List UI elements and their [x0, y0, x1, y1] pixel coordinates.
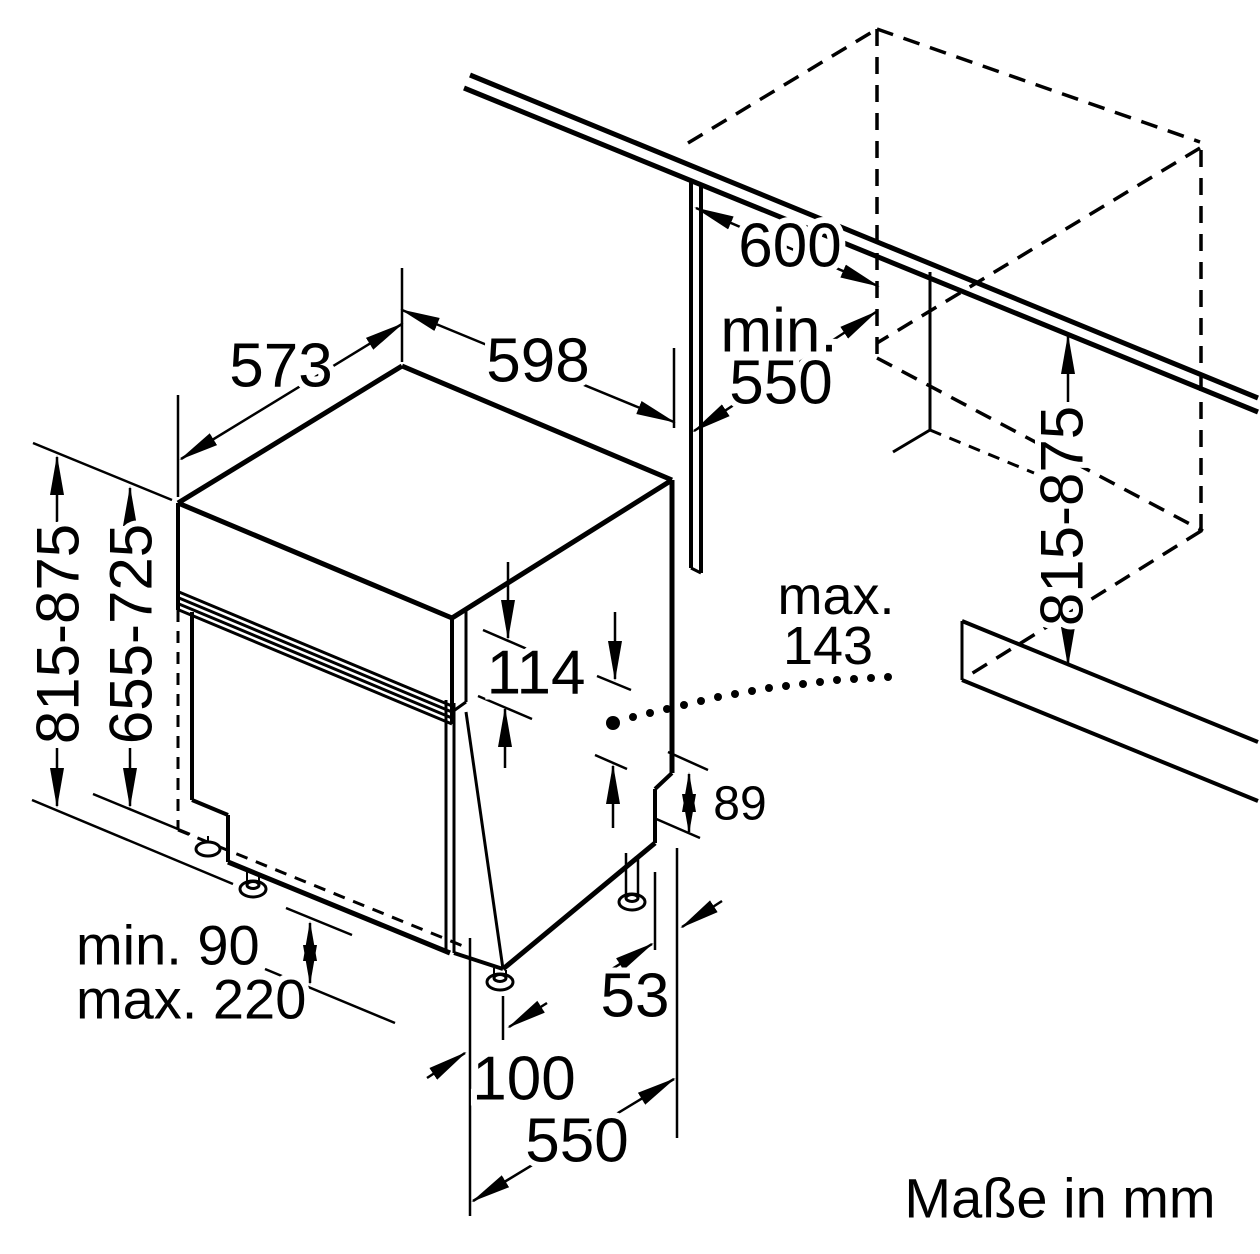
dim-53-left-arrow — [611, 942, 654, 971]
niche-dashed-top-left — [687, 27, 878, 145]
dim-598-line — [400, 308, 676, 424]
kitchen-niche — [463, 27, 1259, 803]
dim-plinth-ref-bottom — [264, 967, 396, 1025]
label-dw-depth-total: 550 — [525, 1107, 628, 1176]
label-dw-width: 598 — [486, 327, 589, 396]
control-panel-end-top — [451, 608, 467, 620]
cabinet-wall-bottom — [690, 566, 702, 575]
foot-front-center-cap — [492, 973, 508, 983]
label-plinth-max: max. 220 — [76, 968, 306, 1031]
niche-dashed-bottom-back — [876, 356, 1204, 533]
ext-ground-left — [31, 798, 234, 886]
niche-dashed-top-right — [876, 27, 1201, 144]
dim-600-line — [694, 206, 880, 288]
dimension-labels: 573 598 600 min. 550 815-875 815-875 655… — [19, 206, 1222, 1236]
foot-right-cap — [624, 893, 640, 903]
top-face-front-right-edge — [450, 477, 674, 621]
foot-front-left-cap — [245, 880, 261, 890]
label-furniture-door-height: 655-725 — [98, 524, 165, 744]
niche-back-panel-foot — [892, 428, 931, 454]
dim-100-right-arrow — [507, 1000, 548, 1029]
adjustable-feet — [194, 836, 647, 992]
dim-89-ref-top — [667, 750, 709, 772]
dim-143-dotted-leader — [629, 673, 892, 721]
label-plinth-min: min. 90 — [76, 914, 260, 977]
niche-floor-lower-edge — [961, 678, 1259, 803]
niche-dashed-floor-back — [929, 428, 1035, 475]
control-panel-line-2 — [178, 596, 453, 714]
niche-dashed-bottom-front — [962, 529, 1202, 681]
ext-door-bottom-left — [92, 792, 191, 836]
foot-rear-left — [194, 840, 222, 858]
label-counter-depth: 600 — [738, 212, 841, 281]
caption-units: Maße in mm — [904, 1167, 1215, 1230]
top-face-front-left-edge — [177, 500, 453, 621]
dim-143-reference-dot — [606, 716, 620, 730]
dim-143-ref-bottom — [594, 753, 628, 771]
label-plinth-depth: 100 — [472, 1045, 575, 1114]
dim-573-line — [179, 322, 404, 461]
label-base-recess-height: 89 — [713, 778, 766, 831]
label-appliance-height: 815-875 — [25, 524, 92, 744]
side-reveal-edge — [464, 711, 505, 970]
dim-53-right-arrow — [680, 899, 723, 929]
dimension-lines — [31, 206, 1075, 1216]
label-niche-depth-word: min. — [720, 297, 837, 366]
control-panel-line-4 — [178, 608, 453, 726]
ext-top-left — [32, 441, 173, 502]
door-bottom-notch-step — [191, 798, 229, 817]
label-door-offset-word: max. — [777, 566, 894, 626]
dim-143-ref-top — [596, 674, 632, 692]
label-panel-height: 114 — [487, 639, 586, 708]
niche-floor-front-edge — [961, 619, 1259, 744]
plinth-hidden-bottom-edge — [177, 828, 469, 950]
door-bottom-edge — [227, 859, 451, 956]
dim-550-line — [471, 1077, 676, 1203]
dim-89-ref-bottom — [653, 816, 701, 840]
niche-dashed-top-inner — [876, 146, 1201, 345]
side-bottom-edge — [501, 841, 657, 971]
dim-min550-line — [692, 310, 878, 433]
front-bottom-corner-edge — [453, 951, 504, 971]
label-niche-depth-value: 550 — [729, 349, 832, 418]
label-base-recess-depth: 53 — [601, 962, 670, 1031]
label-door-offset-value: 143 — [783, 616, 873, 676]
dim-100-left-arrow — [426, 1051, 467, 1080]
label-dw-depth: 573 — [229, 332, 332, 401]
dim-plinth-ref-top — [285, 906, 353, 937]
control-panel-line-3 — [178, 602, 453, 720]
dishwasher-body — [176, 363, 675, 992]
control-panel-line-1 — [178, 590, 453, 708]
label-niche-height: 815-875 — [1029, 406, 1096, 626]
side-step-top — [653, 771, 674, 791]
